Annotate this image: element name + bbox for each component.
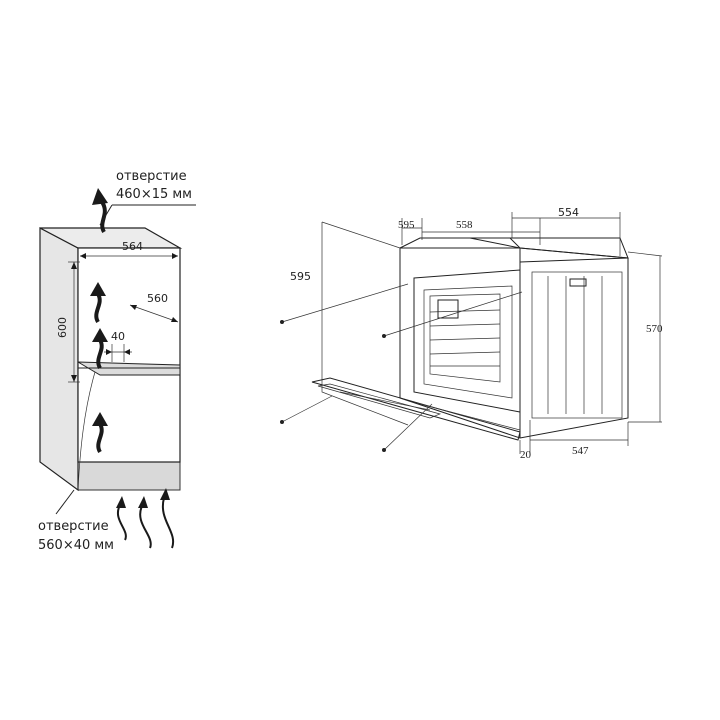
leader-lines [280, 283, 523, 452]
air-intake-arrow-icon [116, 496, 127, 541]
dim-door-label: 20 [520, 449, 532, 461]
top-opening-size: 460×15 мм [116, 187, 192, 202]
oven-drawing: 595 558 554 595 570 20 547 [280, 206, 663, 461]
bottom-opening-size: 560×40 мм [38, 538, 114, 553]
dim-front-height-label: 595 [290, 270, 311, 283]
dim-bottom-depth-label: 547 [572, 445, 589, 457]
oven-door [311, 377, 521, 441]
air-intake-arrow-icon [160, 488, 175, 549]
airflow-arrow-icon [90, 282, 106, 324]
airflow-arrow-icon [92, 412, 108, 454]
airflow-arrow-icon [92, 188, 108, 234]
airflow-arrow-icon [92, 328, 108, 370]
top-opening-label: отверстие [116, 169, 187, 184]
dim-front-width-label: 595 [398, 219, 415, 231]
dim-body-depth-label: 558 [456, 219, 473, 231]
dim-total-depth-label: 554 [558, 206, 579, 219]
dim-side-height-label: 570 [646, 323, 663, 335]
dim-width-label: 564 [122, 240, 143, 253]
dim-gap-label: 40 [111, 330, 125, 343]
air-intake-arrow-icon [138, 496, 152, 549]
oven-side-panel [531, 271, 623, 419]
oven-cavity [413, 269, 521, 413]
dim-depth-label: 560 [147, 292, 168, 305]
cabinet-drawing: 564 560 600 40 [38, 169, 196, 553]
dim-height-label: 600 [56, 317, 69, 338]
bottom-opening-label: отверстие [38, 519, 109, 534]
cabinet-interior [77, 247, 181, 463]
